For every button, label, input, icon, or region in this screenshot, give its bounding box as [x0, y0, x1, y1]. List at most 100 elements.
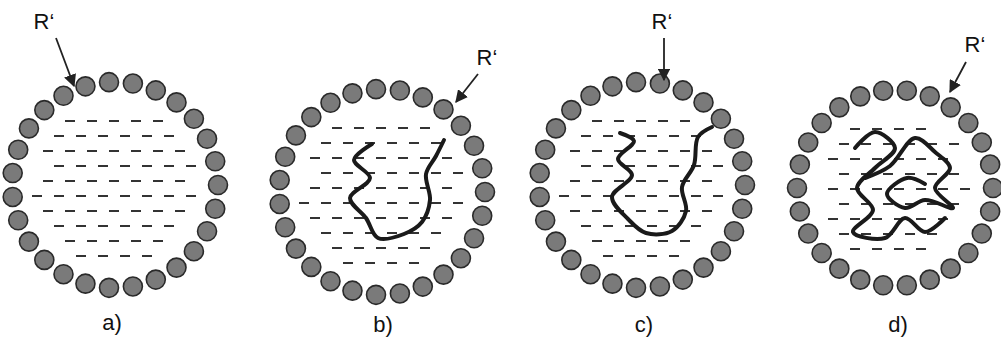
surfactant-bead — [9, 211, 28, 230]
solvent-dash — [828, 218, 838, 220]
surfactant-bead — [276, 147, 295, 166]
surfactant-bead — [830, 259, 849, 278]
solvent-dash — [354, 247, 364, 249]
solvent-dash — [647, 135, 657, 137]
surfactant-bead — [603, 274, 622, 293]
solvent-dash — [332, 187, 342, 189]
solvent-dash — [905, 233, 915, 235]
surfactant-bead — [54, 265, 73, 284]
solvent-dash — [647, 195, 657, 197]
solvent-dash — [960, 188, 970, 190]
surfactant-bead — [100, 278, 119, 297]
solvent-dash — [647, 165, 657, 167]
solvent-dash — [603, 135, 613, 137]
solvent-dash — [916, 158, 926, 160]
solvent-dash — [164, 195, 174, 197]
solvent-dash — [65, 210, 75, 212]
solvent-dash — [916, 188, 926, 190]
solvent-dash — [894, 128, 904, 130]
solvent-dash — [98, 255, 108, 257]
solvent-dash — [387, 262, 397, 264]
solvent-dash — [658, 180, 668, 182]
surfactant-bead — [812, 243, 831, 262]
surfactant-bead — [198, 129, 217, 148]
micelle — [788, 81, 1001, 295]
solvent-dash — [87, 240, 97, 242]
group-label: R‘ — [652, 11, 673, 33]
solvent-dash — [636, 150, 646, 152]
surfactant-bead — [35, 101, 54, 120]
solvent-dash — [453, 172, 463, 174]
solvent-dash — [702, 180, 712, 182]
solvent-dash — [949, 173, 959, 175]
solvent-dash — [828, 158, 838, 160]
solvent-dash — [713, 195, 723, 197]
surfactant-bead — [100, 73, 119, 92]
solvent-dash — [625, 255, 635, 257]
surfactant-bead — [19, 119, 38, 138]
solvent-dash — [409, 202, 419, 204]
surfactant-bead — [167, 258, 186, 277]
solvent-dash — [839, 173, 849, 175]
surfactant-bead — [367, 80, 386, 99]
solvent-dash — [398, 187, 408, 189]
solvent-dash — [658, 150, 668, 152]
solvent-dash — [32, 195, 42, 197]
surfactant-bead — [920, 87, 939, 106]
surfactant-bead — [476, 183, 495, 202]
surfactant-bead — [711, 242, 730, 261]
surfactant-bead — [54, 86, 73, 105]
solvent-dash — [354, 127, 364, 129]
solvent-dash — [420, 127, 430, 129]
solvent-dash — [310, 217, 320, 219]
surfactant-bead — [3, 164, 22, 183]
solvent-dash — [702, 210, 712, 212]
surfactant-bead — [972, 224, 991, 243]
surfactant-bead — [581, 86, 600, 105]
solvent-dash — [321, 202, 331, 204]
solvent-dash — [387, 172, 397, 174]
solvent-dash — [120, 225, 130, 227]
surfactant-bead — [451, 249, 470, 268]
solvent-dash — [343, 262, 353, 264]
solvent-dash — [872, 218, 882, 220]
surfactant-bead — [536, 140, 555, 159]
solvent-dash — [603, 165, 613, 167]
solvent-dash — [453, 202, 463, 204]
solvent-dash — [376, 217, 386, 219]
surfactant-bead — [941, 98, 960, 117]
surfactant-bead — [799, 224, 818, 243]
solvent-dash — [570, 210, 580, 212]
solvent-dash — [175, 210, 185, 212]
solvent-dash — [614, 240, 624, 242]
surfactant-bead — [851, 270, 870, 289]
solvent-dash — [175, 150, 185, 152]
solvent-dash — [916, 128, 926, 130]
solvent-dash — [54, 195, 64, 197]
solvent-dash — [409, 262, 419, 264]
solvent-dash — [310, 187, 320, 189]
solvent-dash — [65, 150, 75, 152]
solvent-dash — [186, 195, 196, 197]
solvent-dash — [647, 225, 657, 227]
solvent-dash — [153, 180, 163, 182]
solvent-dash — [625, 195, 635, 197]
surfactant-bead — [733, 199, 752, 218]
solvent-dash — [592, 210, 602, 212]
solvent-dash — [431, 172, 441, 174]
solvent-dash — [603, 255, 613, 257]
solvent-dash — [839, 233, 849, 235]
surfactant-bead — [830, 98, 849, 117]
surfactant-bead — [413, 88, 432, 107]
solvent-dash — [98, 135, 108, 137]
micelle — [3, 73, 227, 298]
solvent-dash — [850, 158, 860, 160]
solvent-dash — [76, 225, 86, 227]
solvent-dash — [916, 248, 926, 250]
solvent-dash — [376, 187, 386, 189]
solvent-dash — [109, 120, 119, 122]
solvent-dash — [76, 255, 86, 257]
surfactant-bead — [302, 108, 321, 127]
solvent-dash — [658, 210, 668, 212]
